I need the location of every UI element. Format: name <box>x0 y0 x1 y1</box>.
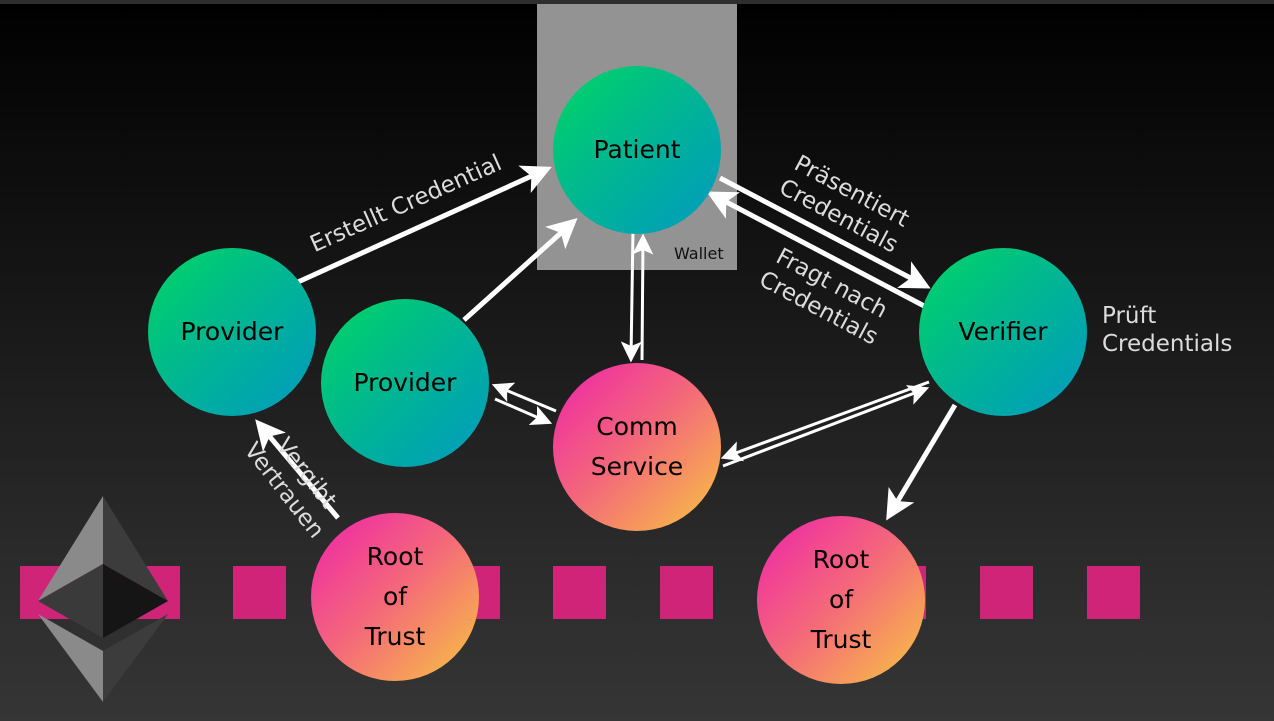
edge-comm-to-patient <box>632 233 654 361</box>
blockchain-block <box>980 566 1033 619</box>
edge-comm-to-provider2 <box>491 382 557 413</box>
node-verifier: Verifier <box>919 248 1087 416</box>
blockchain-block <box>553 566 606 619</box>
node-provider-1: Provider <box>148 248 316 416</box>
edge-verifier-to-root2 <box>886 403 958 521</box>
wallet-label: Wallet <box>674 244 724 263</box>
label-verifies-credentials: Prüft Credentials <box>1102 303 1233 357</box>
blockchain-block <box>1087 566 1140 619</box>
edge-verifier-to-comm <box>720 380 930 462</box>
edge-patient-to-verifier <box>718 175 931 289</box>
edge-provider2-to-comm <box>494 397 553 426</box>
top-bar <box>0 0 1274 4</box>
node-root-of-trust-2: Root of Trust <box>757 516 925 684</box>
edge-verifier-to-patient <box>706 191 930 311</box>
edge-comm-to-verifier <box>722 385 930 468</box>
edge-root1-to-provider1 <box>255 419 340 520</box>
ethereum-logo-icon <box>38 496 168 702</box>
edge-patient-to-comm <box>620 229 642 363</box>
node-provider-2: Provider <box>321 299 489 467</box>
blockchain-block <box>233 566 286 619</box>
edge-provider1-to-patient <box>296 165 552 285</box>
edge-provider2-to-patient <box>462 217 578 322</box>
node-patient: Patient <box>553 66 721 234</box>
node-comm-service: Comm Service <box>553 363 721 531</box>
blockchain-block <box>660 566 713 619</box>
node-root-of-trust-1: Root of Trust <box>311 513 479 681</box>
